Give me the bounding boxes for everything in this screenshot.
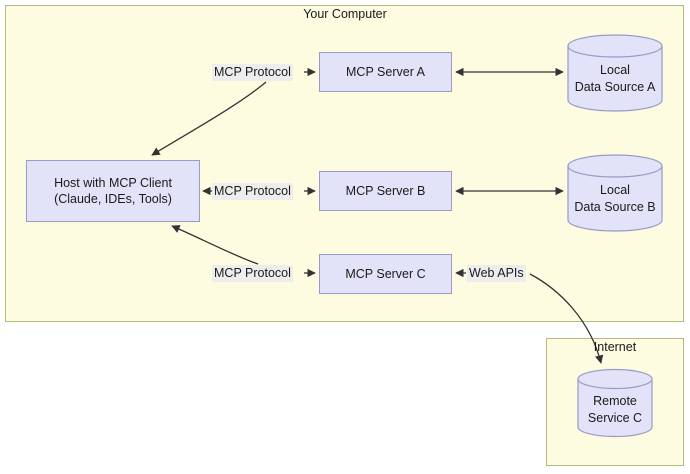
arrow-web-apis-to-remote-service-c (529, 273, 604, 364)
group-title-internet: Internet (593, 340, 637, 354)
cylinder-remote-service-c (577, 368, 653, 438)
node-data-source-a-label: Local Data Source A (574, 63, 656, 94)
node-server-b-label: MCP Server B (345, 183, 426, 198)
arrow-protocol-a-to-host (151, 81, 267, 156)
edge-label-protocol-a: MCP Protocol (212, 64, 293, 81)
node-mcp-server-b[interactable]: MCP Server B (319, 171, 452, 211)
node-data-source-b-label: Local Data Source B (574, 183, 656, 214)
cylinder-data-source-a (567, 34, 663, 112)
node-remote-service-c-label: Remote Service C (587, 394, 643, 425)
edge-label-web-apis: Web APIs (467, 265, 526, 282)
node-server-a-label: MCP Server A (346, 64, 425, 79)
node-server-c-label: MCP Server C (345, 266, 426, 281)
arrow-protocol-c-to-host (171, 225, 259, 265)
cylinder-data-source-b (567, 154, 663, 232)
node-mcp-server-a[interactable]: MCP Server A (319, 52, 452, 92)
node-host-label: Host with MCP Client (Claude, IDEs, Tool… (54, 175, 172, 207)
node-host-with-mcp-client[interactable]: Host with MCP Client (Claude, IDEs, Tool… (26, 160, 200, 222)
edge-label-protocol-c: MCP Protocol (212, 265, 293, 282)
edge-label-protocol-b: MCP Protocol (212, 183, 293, 200)
node-mcp-server-c[interactable]: MCP Server C (319, 254, 452, 294)
group-title-your-computer: Your Computer (303, 7, 387, 21)
